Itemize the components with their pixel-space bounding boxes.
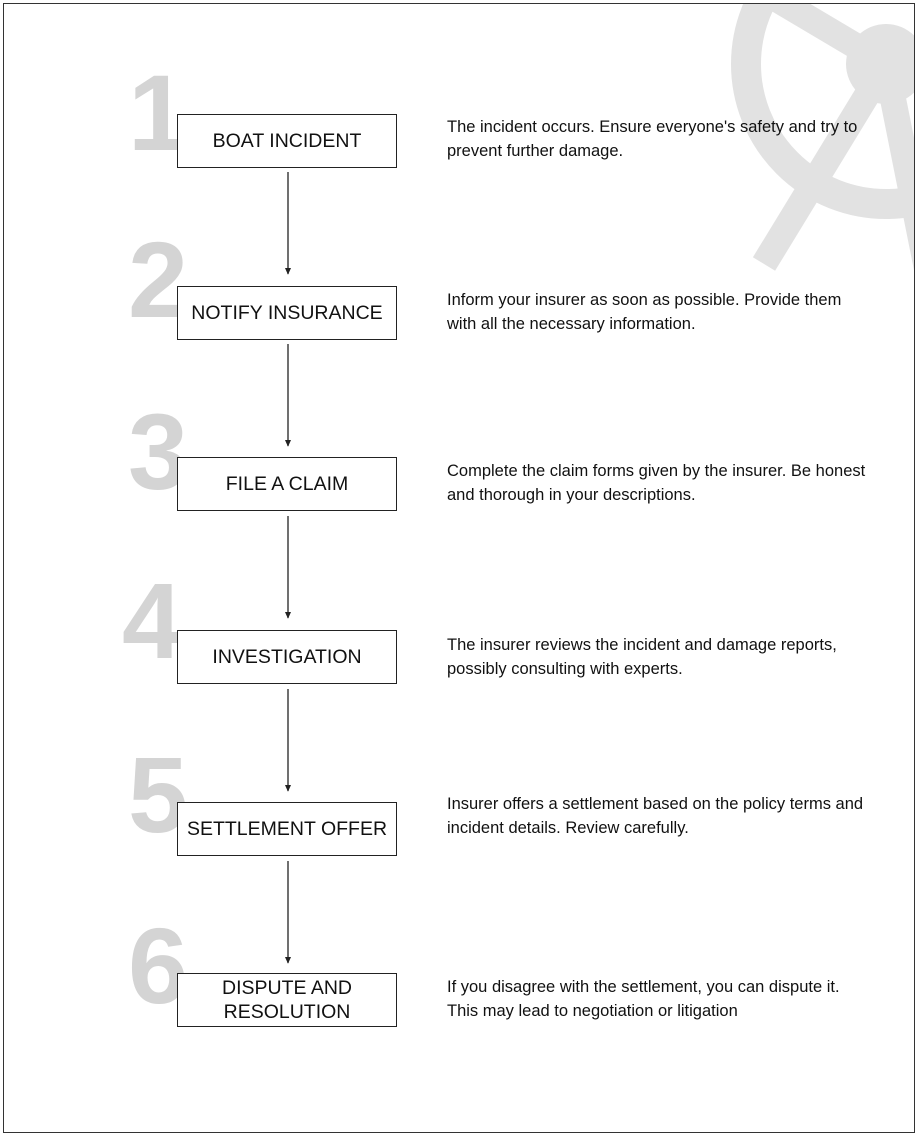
step-2-box: NOTIFY INSURANCE bbox=[177, 286, 397, 340]
step-6-description: If you disagree with the settlement, you… bbox=[447, 978, 840, 1020]
step-1-box: BOAT INCIDENT bbox=[177, 114, 397, 168]
step-5-box: SETTLEMENT OFFER bbox=[177, 802, 397, 856]
step-5-description: Insurer offers a settlement based on the… bbox=[447, 795, 864, 837]
diagram-frame: 1 BOAT INCIDENT The incident occurs. Ens… bbox=[3, 3, 915, 1133]
step-2-description: Inform your insurer as soon as possible.… bbox=[447, 291, 842, 333]
step-3-box: FILE A CLAIM bbox=[177, 457, 397, 511]
step-6-box: DISPUTE AND RESOLUTION bbox=[177, 973, 397, 1027]
step-1-description: The incident occurs. Ensure everyone's s… bbox=[447, 118, 858, 160]
step-3-description: Complete the claim forms given by the in… bbox=[447, 462, 866, 504]
step-4-description: The insurer reviews the incident and dam… bbox=[447, 636, 837, 678]
step-4-box: INVESTIGATION bbox=[177, 630, 397, 684]
step-4-number: 4 bbox=[122, 560, 182, 681]
